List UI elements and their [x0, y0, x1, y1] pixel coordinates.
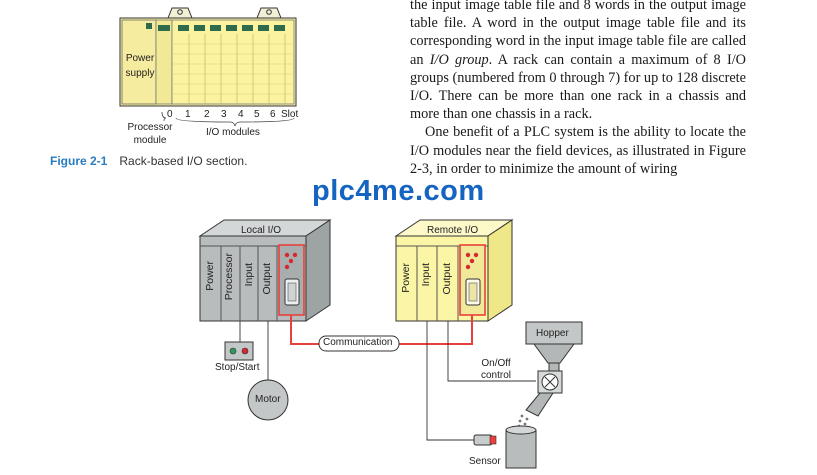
sensor-label: Sensor [469, 456, 501, 467]
stop-start-station [224, 341, 254, 361]
io-bracket [175, 117, 295, 127]
remote-wiring [426, 321, 536, 441]
sensor [473, 434, 497, 446]
figure-caption: Figure 2-1 Rack-based I/O section. [50, 154, 247, 168]
local-module-power: Power [204, 261, 216, 291]
motor-label: Motor [255, 394, 281, 405]
local-module-input: Input [243, 263, 255, 287]
slot-number-6: 6 [270, 109, 276, 120]
body-text: the input image table file and 8 words i… [410, 0, 746, 178]
slot-number-4: 4 [238, 109, 244, 120]
power-supply-label: Power supply [125, 53, 155, 79]
container [505, 425, 537, 469]
local-module-processor: Processor [223, 253, 235, 301]
io-modules-label: I/O modules [206, 127, 260, 138]
onoff-control-label: On/Off control [480, 358, 511, 381]
remote-module-output: Output [441, 263, 453, 295]
hopper [525, 321, 583, 372]
chute [525, 392, 554, 417]
rack-figure [119, 7, 297, 127]
slot-label: Slot [281, 109, 299, 120]
power-supply-module [121, 19, 157, 105]
slot-number-2: 2 [204, 109, 210, 120]
hopper-label: Hopper [536, 328, 569, 339]
remote-io-chassis [394, 219, 514, 322]
communication-label: Communication [323, 337, 393, 348]
rack-handle-left [167, 7, 193, 19]
motor [247, 379, 289, 421]
communication-tag [318, 335, 400, 352]
remote-io-title: Remote I/O [427, 225, 479, 236]
remote-module-power: Power [400, 263, 412, 293]
local-wiring [239, 321, 269, 380]
io-group-term: I/O group [429, 51, 489, 68]
local-io-chassis [198, 219, 332, 322]
remote-module-input: Input [420, 263, 432, 287]
local-io-title: Local I/O [241, 225, 282, 236]
slot-number-1: 1 [185, 109, 191, 120]
slot-number-0: 0 [167, 109, 173, 120]
rack-handle-right [256, 7, 282, 19]
watermark: plc4me.com [312, 175, 485, 207]
figure-number: Figure 2-1 [50, 154, 108, 168]
paragraph-2: One benefit of a PLC system is the abili… [410, 124, 746, 177]
figure-caption-text: Rack-based I/O section. [119, 154, 248, 168]
processor-module-label: Processor module [127, 122, 173, 146]
falling-material [517, 414, 529, 430]
local-module-output: Output [261, 263, 273, 295]
io-slots [171, 19, 295, 105]
slot-number-3: 3 [221, 109, 227, 120]
onoff-valve [537, 370, 563, 394]
paragraph-1: the input image table file and 8 words i… [410, 0, 746, 123]
stop-start-label: Stop/Start [215, 362, 260, 373]
slot-number-5: 5 [254, 109, 260, 120]
